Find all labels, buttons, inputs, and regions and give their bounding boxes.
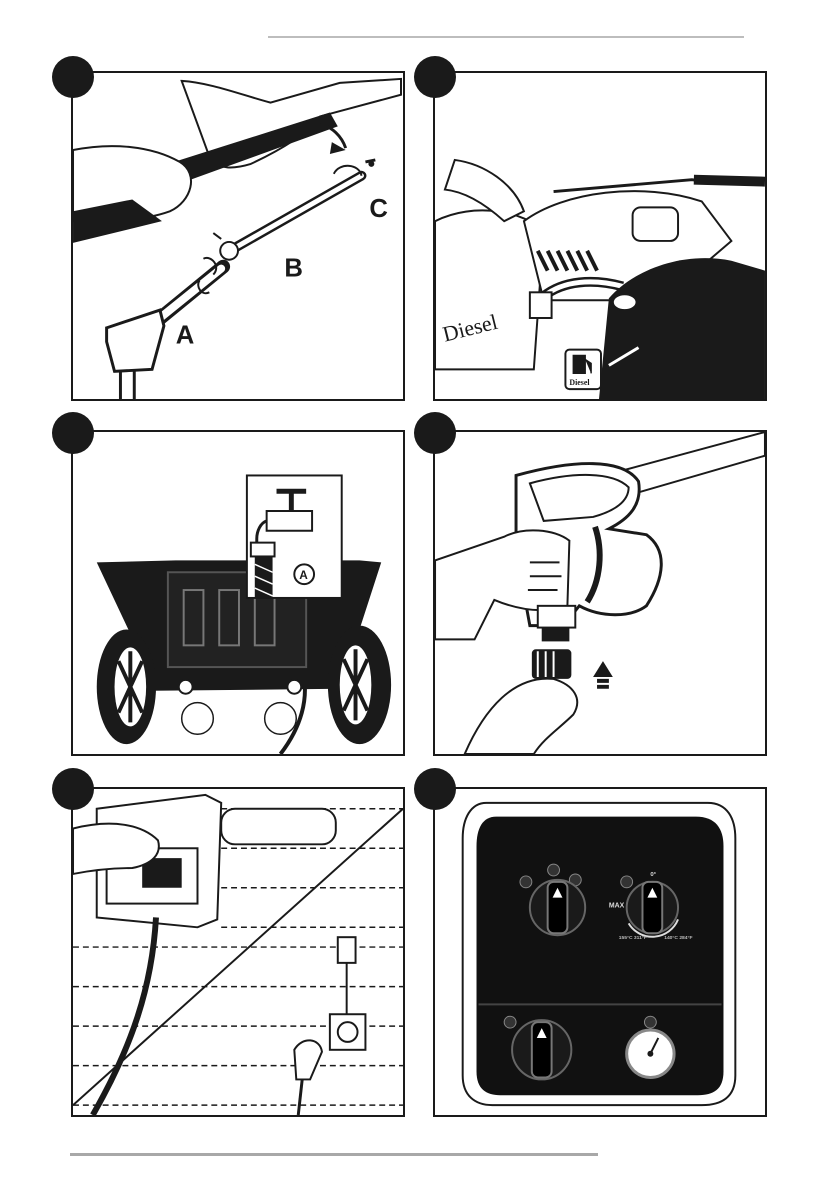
label-c: C: [369, 195, 388, 223]
callout-circle-left: [182, 703, 214, 735]
diesel-refuel-illustration: Diesel Diesel: [435, 73, 765, 399]
label-a: A: [176, 322, 195, 350]
step-badge-2: [414, 56, 456, 98]
lance-assembly-illustration: A B C: [73, 73, 403, 399]
step-badge-4: [414, 412, 456, 454]
step-badge-5: [52, 768, 94, 810]
step-badge-3: [52, 412, 94, 454]
temp-left-label: 155°C 311°F: [619, 935, 647, 941]
step-badge-6: [414, 768, 456, 810]
up-arrow-icon: [593, 661, 613, 689]
step-badge-1: [52, 56, 94, 98]
diesel-icon-text: Diesel: [569, 378, 590, 387]
power-plug-icon: [294, 1040, 322, 1079]
control-panel-illustration: 0° MAX 155°C 311°F 140°C 284°F: [435, 789, 765, 1115]
temp-right-label: 140°C 284°F: [664, 935, 692, 941]
temp-max-label: MAX: [609, 903, 625, 910]
power-socket-illustration: [73, 789, 403, 1115]
label-b: B: [284, 255, 303, 283]
panel-water-inlet: A: [71, 430, 405, 756]
panel-lance-assembly: A B C: [71, 71, 405, 401]
callout-circle-right: [265, 703, 297, 735]
callout-bubble: [221, 809, 336, 845]
gun-connection-illustration: [435, 432, 765, 754]
water-inlet-illustration: A: [73, 432, 403, 754]
temp-zero-label: 0°: [650, 872, 656, 878]
panel-diesel-refuel: Diesel Diesel: [433, 71, 767, 401]
inset-label-a: A: [299, 568, 308, 582]
header-rule: [268, 36, 744, 38]
panel-gun-connection: [433, 430, 767, 756]
panel-control-knobs: 0° MAX 155°C 311°F 140°C 284°F: [433, 787, 767, 1117]
panel-power-socket: [71, 787, 405, 1117]
footer-rule: [70, 1153, 598, 1156]
